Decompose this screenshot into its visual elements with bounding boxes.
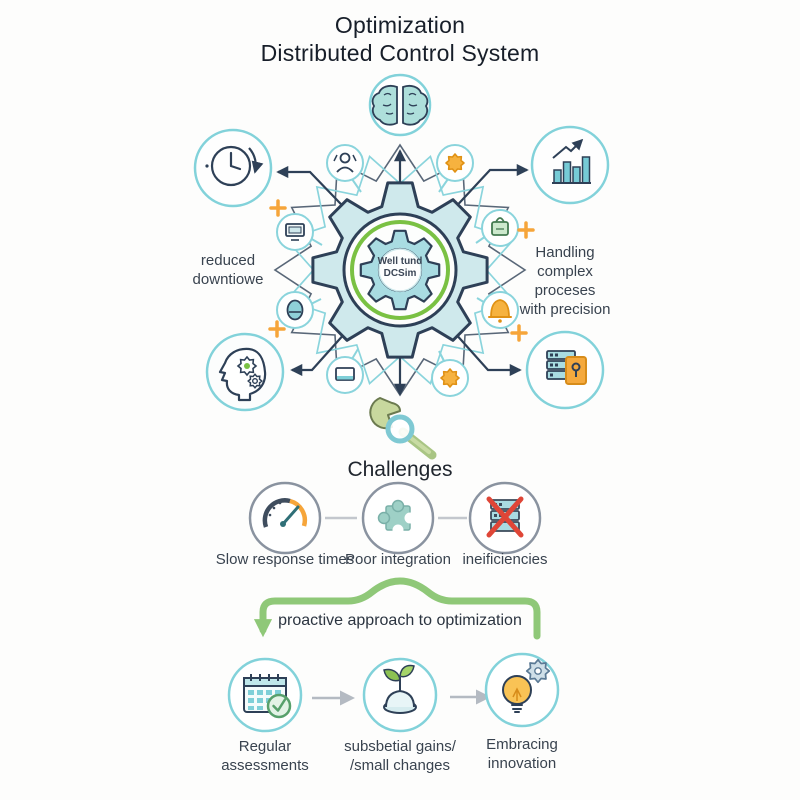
puzzle-icon xyxy=(361,481,435,555)
solution-label-regular-assessments: Regular assessments xyxy=(190,737,340,775)
monitor-icon-2 xyxy=(326,356,364,394)
left-benefit-label: reduced downtiowe xyxy=(162,251,294,289)
calendar-check-icon xyxy=(227,657,303,733)
solution-label-2-line-1: subsbetial gains/ xyxy=(344,738,456,755)
monitor-icon xyxy=(276,213,314,251)
flow-arrows xyxy=(312,689,491,706)
brain-icon xyxy=(368,73,432,137)
gear-center-label: Well tund DCSim xyxy=(353,256,447,280)
solution-label-small-changes: subsbetial gains/ /small changes xyxy=(318,737,482,775)
solution-label-1-line-1: Regular xyxy=(238,738,292,755)
clock-history-icon xyxy=(193,128,273,208)
title-line-1: Optimization xyxy=(334,12,466,38)
right-benefit-label: Handling complex proceses with precision xyxy=(503,243,627,319)
gear-center-line-2: DCSim xyxy=(383,268,417,279)
bar-chart-icon xyxy=(530,125,610,205)
right-benefit-line-2: complex xyxy=(537,263,593,280)
right-benefit-line-1: Handling xyxy=(535,244,595,261)
solution-label-3-line-2: innovation xyxy=(487,755,557,772)
person-icon xyxy=(326,144,364,182)
left-benefit-line-1: reduced xyxy=(200,252,256,269)
solution-label-2-line-2: /small changes xyxy=(349,757,451,774)
sprout-icon xyxy=(362,657,438,733)
lightbulb-gear-icon xyxy=(484,652,560,728)
face-icon xyxy=(276,291,314,329)
bell-icon xyxy=(481,291,519,329)
plus-icons xyxy=(268,199,535,342)
solution-label-1-line-2: assessments xyxy=(221,757,309,774)
server-lock-icon xyxy=(525,330,605,410)
challenges-heading: Challenges xyxy=(347,458,453,481)
solution-banner-text: proactive approach to optimization xyxy=(278,612,522,629)
challenge-label-inefficiencies: ineificiencies xyxy=(462,551,548,568)
wrench-magnifier-icon xyxy=(369,397,437,460)
challenge-label-slow-response: Slow response times xyxy=(215,551,355,568)
left-benefit-line-2: downtiowe xyxy=(192,271,264,288)
right-benefit-line-3: proceses xyxy=(534,282,596,299)
central-gear-icon xyxy=(311,181,489,359)
page-title: Optimization Distributed Control System xyxy=(0,11,800,67)
sun-gear-icon xyxy=(436,144,474,182)
speedometer-icon xyxy=(248,481,322,555)
title-line-2: Distributed Control System xyxy=(260,40,540,66)
challenge-label-poor-integration: Poor integration xyxy=(345,551,451,568)
solution-label-embracing-innovation: Embracing innovation xyxy=(447,735,597,773)
gear-center-line-1: Well tund xyxy=(377,256,423,267)
server-error-icon xyxy=(468,481,542,555)
solution-label-3-line-1: Embracing xyxy=(486,736,558,753)
right-benefit-line-4: with precision xyxy=(519,301,611,318)
green-bracket-arrow xyxy=(253,577,541,640)
shopping-bag-icon xyxy=(481,209,519,247)
sun-gear-icon-2 xyxy=(431,359,469,397)
head-gears-icon xyxy=(205,332,285,412)
